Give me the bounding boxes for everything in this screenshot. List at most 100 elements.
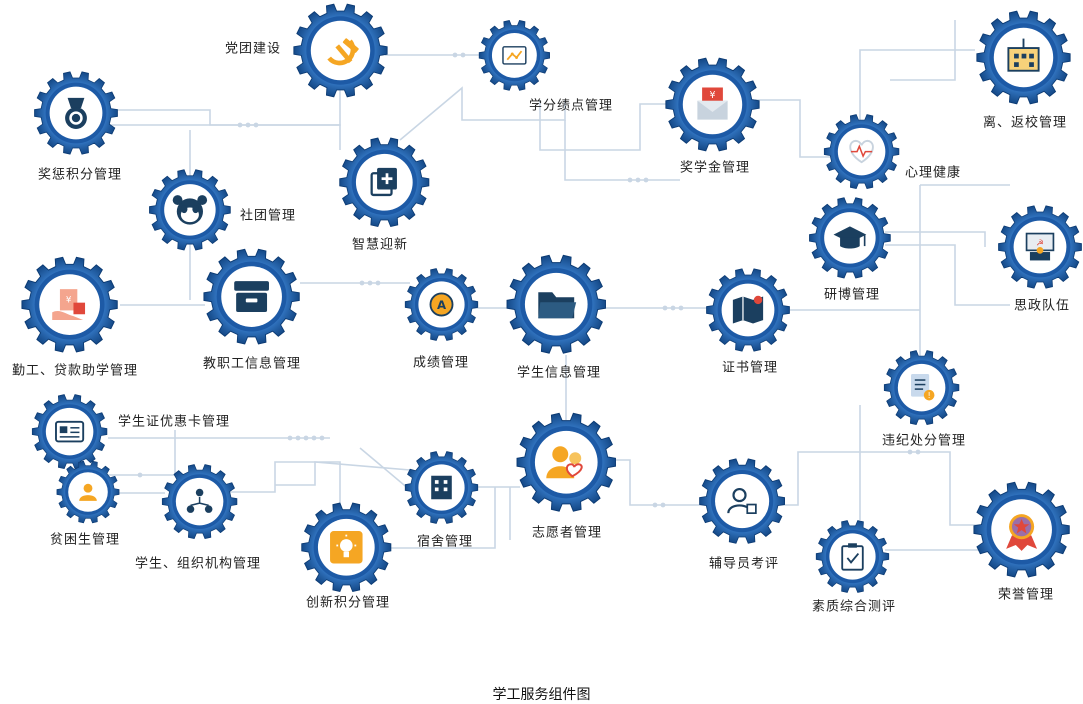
component-leave-button[interactable] — [974, 8, 1073, 107]
component-innovation-button[interactable] — [299, 500, 394, 595]
connector-line — [359, 447, 411, 491]
component-label-leave[interactable]: 离、返校管理 — [982, 115, 1068, 131]
component-party-button[interactable] — [291, 1, 390, 100]
connector-dot — [452, 52, 458, 58]
component-label-counselor[interactable]: 辅导员考评 — [708, 556, 780, 572]
component-label-poor[interactable]: 贫困生管理 — [49, 532, 121, 548]
component-label-student-card[interactable]: 学生证优惠卡管理 — [117, 414, 231, 430]
gear-icon — [824, 114, 900, 190]
component-dorm-button[interactable] — [403, 449, 480, 526]
component-label-psych[interactable]: 心理健康 — [904, 165, 962, 181]
gear-icon — [149, 169, 231, 251]
gear-icon: ☭ — [998, 205, 1082, 289]
dorm-building-icon — [430, 475, 452, 499]
component-poor-button[interactable] — [55, 459, 121, 525]
connector-line — [780, 451, 985, 526]
svg-text:!: ! — [928, 392, 931, 401]
component-discipline-button[interactable]: ! — [882, 348, 961, 427]
folder-icon — [538, 292, 576, 318]
connector-line — [399, 86, 566, 141]
connector-dot — [367, 280, 373, 286]
connector-line — [539, 100, 670, 151]
gear-icon — [338, 137, 430, 227]
component-label-aid[interactable]: 勤工、贷款助学管理 — [11, 363, 139, 379]
gear-icon — [706, 268, 790, 352]
component-org-button[interactable] — [160, 462, 239, 541]
connector-dot — [670, 305, 676, 311]
connector-line — [275, 461, 411, 486]
component-credit-button[interactable] — [477, 18, 552, 93]
connector-line — [890, 20, 956, 81]
gear-icon — [56, 460, 120, 524]
gear-icon — [973, 482, 1071, 578]
component-label-party[interactable]: 党团建设 — [224, 41, 282, 57]
component-grad-button[interactable] — [807, 195, 893, 281]
connector-dot — [287, 435, 293, 441]
connector-line — [885, 231, 986, 247]
component-label-staff[interactable]: 教职工信息管理 — [202, 356, 302, 372]
connector-line — [385, 487, 496, 549]
component-label-ideology[interactable]: 思政队伍 — [1013, 298, 1071, 314]
component-reward-button[interactable] — [32, 69, 120, 157]
component-label-volunteer[interactable]: 志愿者管理 — [531, 525, 603, 541]
component-label-org[interactable]: 学生、组织机构管理 — [134, 556, 262, 572]
grade-a-icon: A — [429, 292, 453, 316]
component-label-discipline[interactable]: 违纪处分管理 — [881, 433, 967, 449]
component-staff-button[interactable] — [201, 246, 302, 347]
component-label-quality[interactable]: 素质综合测评 — [811, 599, 897, 615]
component-student-card-button[interactable] — [30, 392, 109, 471]
component-welcome-button[interactable] — [337, 135, 432, 230]
gear-icon — [815, 519, 889, 593]
connector-dot — [237, 122, 243, 128]
warning-document-icon: ! — [911, 374, 935, 401]
component-label-student-info[interactable]: 学生信息管理 — [516, 365, 602, 381]
component-scholarship-button[interactable]: ¥ — [663, 55, 762, 154]
gear-icon — [516, 412, 616, 512]
component-label-innovation[interactable]: 创新积分管理 — [305, 595, 391, 611]
component-ideology-button[interactable]: ☭ — [996, 203, 1083, 291]
svg-text:☭: ☭ — [1036, 237, 1044, 247]
gear-icon: A — [404, 267, 478, 341]
component-certificate-button[interactable] — [704, 266, 792, 354]
component-label-honor[interactable]: 荣誉管理 — [997, 587, 1055, 603]
gear-icon: ¥ — [664, 57, 760, 151]
component-club-button[interactable] — [147, 167, 233, 253]
component-aid-button[interactable]: ¥ — [19, 254, 120, 355]
volunteer-heart-icon — [546, 446, 583, 478]
diagram-caption: 学工服务组件图 — [492, 687, 591, 703]
gear-icon — [975, 10, 1071, 104]
component-honor-button[interactable] — [971, 479, 1072, 580]
gear-icon: ! — [884, 350, 960, 426]
panda-icon — [172, 195, 208, 225]
gear-icon — [162, 464, 238, 540]
archive-box-icon — [234, 281, 270, 313]
component-grades-button[interactable]: A — [403, 266, 480, 343]
component-label-certificate[interactable]: 证书管理 — [721, 360, 779, 376]
component-counselor-button[interactable] — [697, 456, 787, 546]
gear-icon — [292, 3, 388, 97]
connector-dot — [137, 472, 143, 478]
component-label-credit[interactable]: 学分绩点管理 — [528, 98, 614, 114]
component-label-grades[interactable]: 成绩管理 — [412, 355, 470, 371]
connector-dot — [319, 435, 325, 441]
connector-line — [564, 120, 680, 181]
gear-icon — [699, 458, 785, 544]
gear-icon — [32, 394, 108, 470]
connector-dot — [678, 305, 684, 311]
component-label-reward[interactable]: 奖惩积分管理 — [37, 167, 123, 183]
component-quality-button[interactable] — [814, 518, 891, 595]
connector-dot — [359, 280, 365, 286]
component-label-grad[interactable]: 研博管理 — [823, 287, 881, 303]
connector-dot — [660, 502, 666, 508]
component-label-welcome[interactable]: 智慧迎新 — [351, 237, 409, 253]
component-label-club[interactable]: 社团管理 — [239, 208, 297, 224]
component-volunteer-button[interactable] — [514, 410, 619, 515]
gear-icon — [478, 19, 550, 91]
map-book-icon — [732, 295, 764, 324]
component-student-info-button[interactable] — [504, 252, 609, 357]
component-label-dorm[interactable]: 宿舍管理 — [416, 534, 474, 550]
connector-dot — [253, 122, 259, 128]
component-label-scholarship[interactable]: 奖学金管理 — [679, 160, 751, 176]
star-badge-icon — [1006, 514, 1038, 552]
component-psych-button[interactable] — [822, 112, 901, 191]
